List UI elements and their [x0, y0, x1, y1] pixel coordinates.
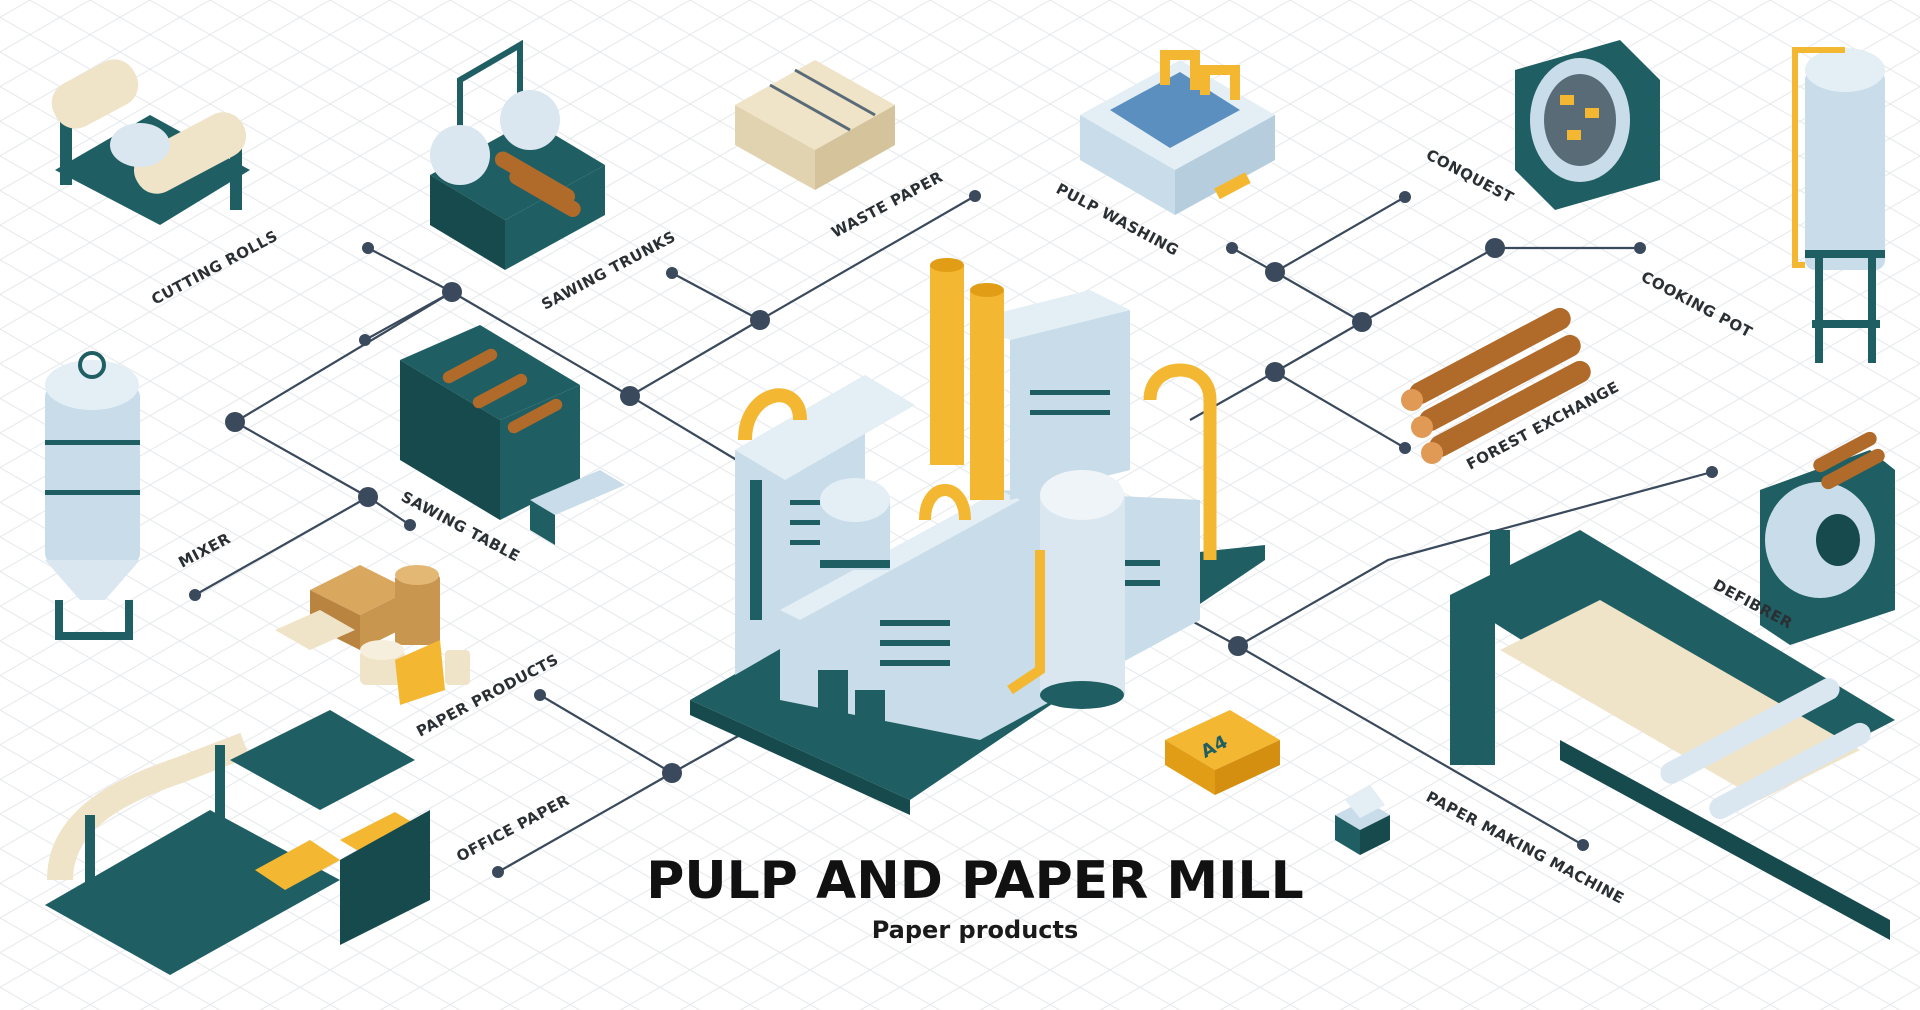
cutting-rolls-icon: [51, 59, 250, 225]
conquest-icon: [1515, 40, 1660, 210]
tissue-box-icon: [1335, 785, 1390, 855]
mixer-icon: [45, 351, 140, 640]
a4-paper-ream-icon: A4: [1165, 710, 1280, 795]
defibrer-icon: [1760, 431, 1895, 645]
page-title: PULP AND PAPER MILL: [646, 851, 1303, 911]
paper-making-machine-icon: [1450, 530, 1895, 940]
pulp-washing-icon: [1080, 50, 1275, 215]
sawing-table-icon: [400, 325, 625, 545]
forest-exchange-icon: [1401, 307, 1591, 464]
sawing-trunks-icon: [430, 39, 605, 270]
pulp-mill-factory-icon: [690, 258, 1265, 815]
waste-paper-icon: [735, 60, 895, 190]
cooking-pot-icon: [1792, 47, 1885, 363]
paper-products-icon: [275, 565, 470, 705]
office-paper-machine-icon: [45, 710, 430, 975]
connector-nodes: [189, 190, 1718, 878]
page-subtitle: Paper products: [872, 916, 1079, 944]
